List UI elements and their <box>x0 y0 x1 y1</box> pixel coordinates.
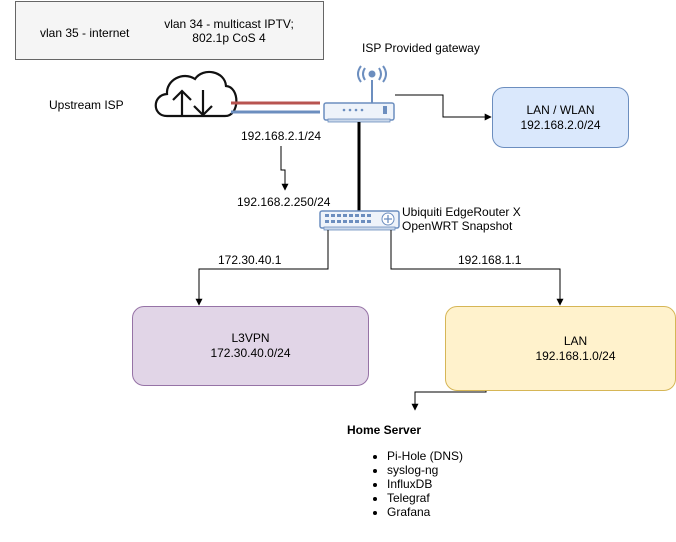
legend-vlan34-line2: 802.1p CoS 4 <box>192 31 266 45</box>
router-to-lan-link <box>390 230 564 306</box>
legend-vlan35-label: vlan 35 - internet <box>40 26 130 40</box>
router-model-label: Ubiquiti EdgeRouter X <box>402 205 521 219</box>
legend-box <box>15 1 324 60</box>
upstream-isp-label: Upstream ISP <box>49 98 124 112</box>
service-item: Pi-Hole (DNS) <box>387 449 463 463</box>
cloud-icon <box>154 70 238 118</box>
lan-gateway-ip-label: 192.168.1.1 <box>458 253 522 267</box>
ip-assignment-arrow <box>280 146 289 191</box>
legend-vlan34-label: vlan 34 - multicast IPTV; 802.1p CoS 4 <box>160 17 298 45</box>
router-wan-ip-label: 192.168.2.250/24 <box>237 195 331 209</box>
home-server-services-list: Pi-Hole (DNS) syslog-ng InfluxDB Telegra… <box>372 449 463 519</box>
lan-subnet: 192.168.1.0/24 <box>535 348 616 363</box>
legend-vlan34-line1: vlan 34 - multicast IPTV; <box>164 17 294 31</box>
service-item: Telegraf <box>387 491 463 505</box>
l3vpn-gateway-ip-label: 172.30.40.1 <box>218 253 282 267</box>
gateway-to-lanwlan-link <box>395 94 492 121</box>
lan-text: LAN 192.168.1.0/24 <box>505 334 615 364</box>
lan-name: LAN <box>563 333 588 348</box>
router-to-l3vpn-link <box>195 230 329 306</box>
gateway-ip-label: 192.168.2.1/24 <box>241 129 322 143</box>
router-icon <box>319 210 400 231</box>
isp-gateway-label: ISP Provided gateway <box>362 41 480 55</box>
router-label: Ubiquiti EdgeRouter X OpenWRT Snapshot <box>402 205 521 233</box>
gateway-icon <box>323 65 395 123</box>
lan-wlan-subnet: 192.168.2.0/24 <box>520 117 601 132</box>
lan-wlan-network-box: LAN / WLAN 192.168.2.0/24 <box>492 87 629 148</box>
router-firmware-label: OpenWRT Snapshot <box>402 219 513 233</box>
lan-network-box: LAN 192.168.1.0/24 <box>445 306 676 391</box>
l3vpn-subnet: 172.30.40.0/24 <box>210 346 291 360</box>
l3vpn-name: L3VPN <box>231 331 270 345</box>
service-item: syslog-ng <box>387 463 463 477</box>
service-item: Grafana <box>387 505 463 519</box>
home-server-title: Home Server <box>347 423 422 437</box>
lan-wlan-name: LAN / WLAN <box>526 102 595 117</box>
l3vpn-network-box: L3VPN 172.30.40.0/24 <box>132 306 369 386</box>
service-item: InfluxDB <box>387 477 463 491</box>
